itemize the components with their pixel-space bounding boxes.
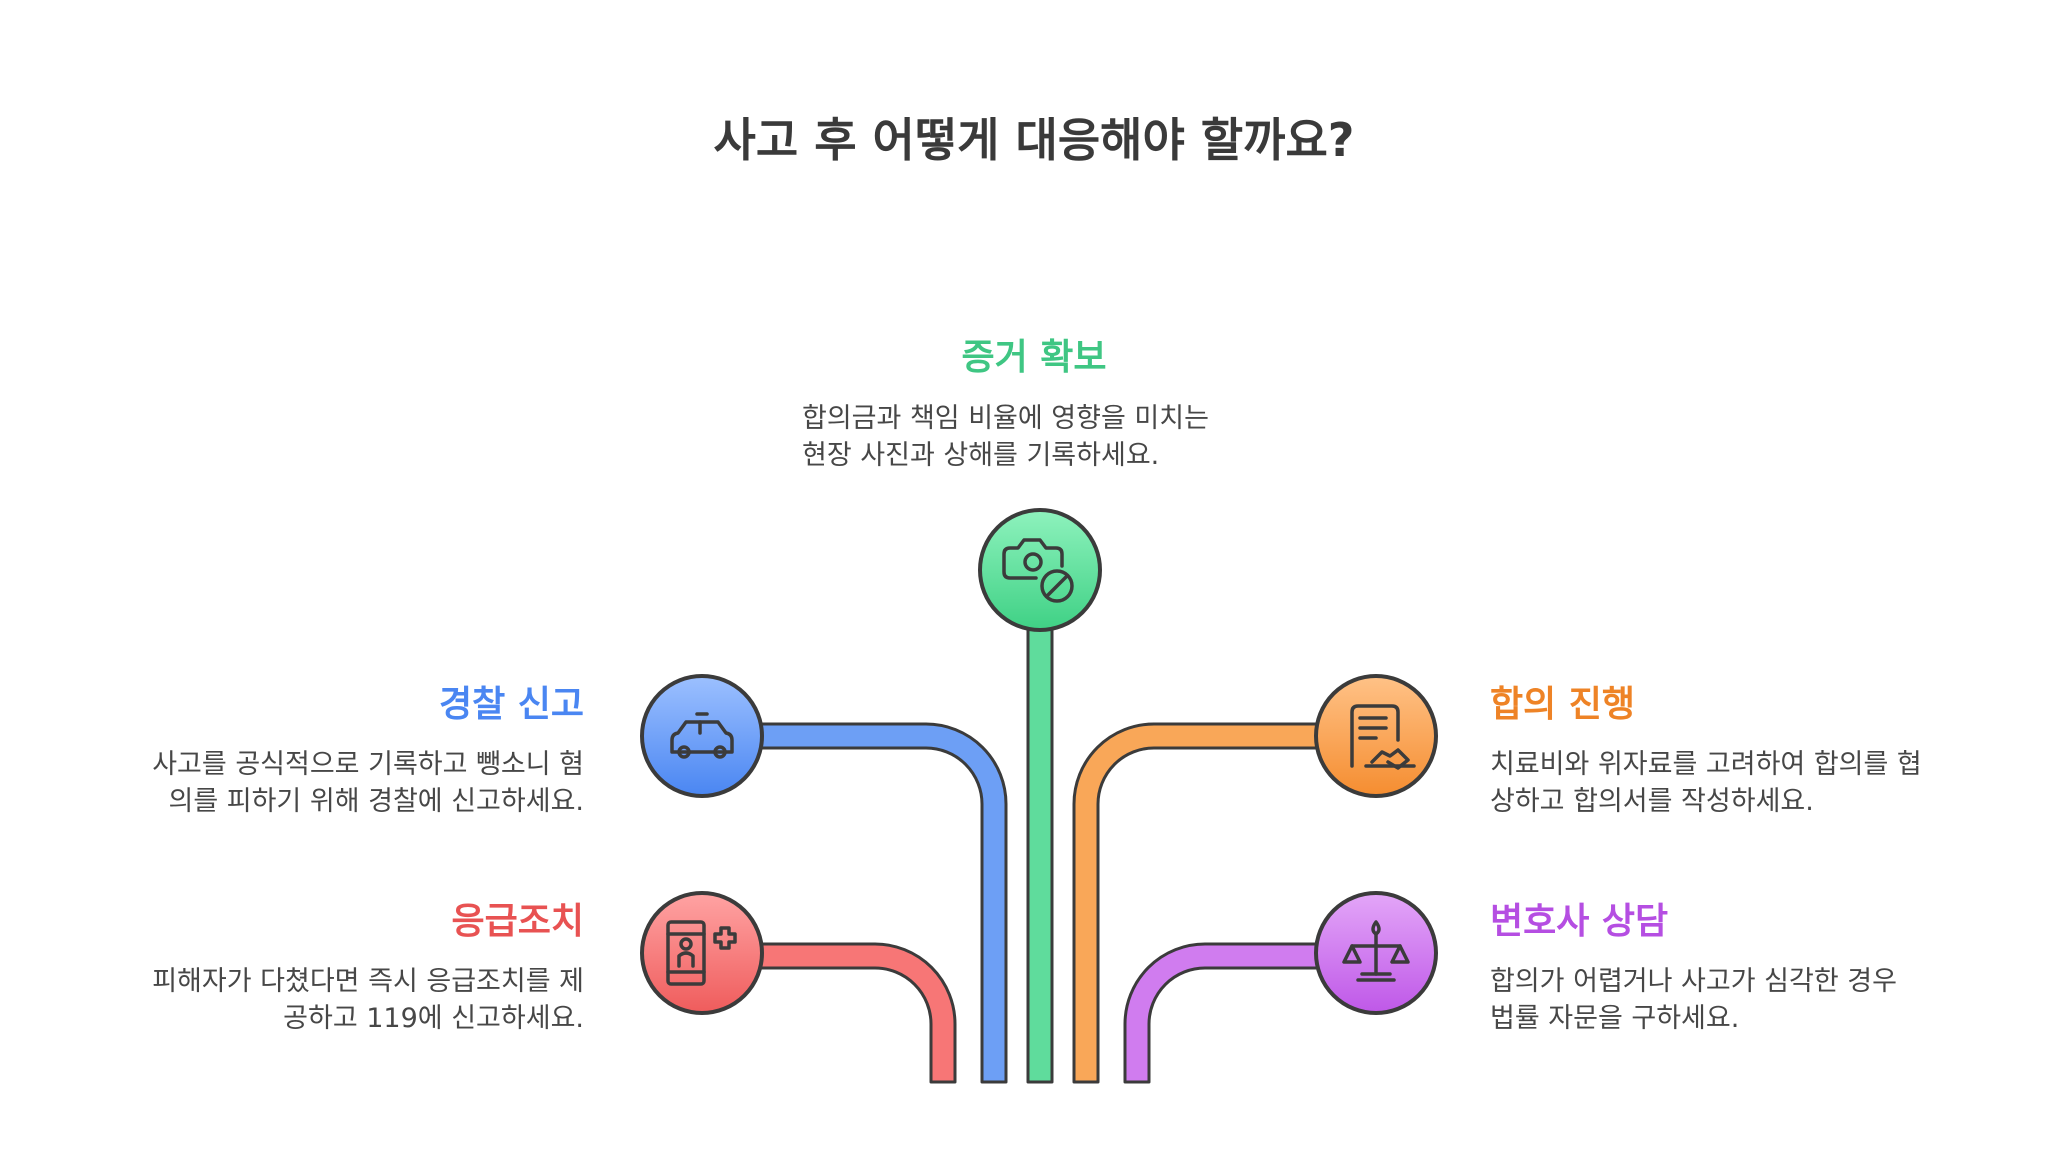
first-aid-description: 피해자가 다쳤다면 즉시 응급조치를 제 공하고 119에 신고하세요. (152, 963, 584, 1037)
node-police (640, 674, 764, 798)
first-aid-description-line: 공하고 119에 신고하세요. (283, 1003, 584, 1034)
camera-prohibited-icon (1002, 538, 1074, 603)
page-title: 사고 후 어떻게 대응해야 할까요? (713, 113, 1355, 167)
police-description: 사고를 공식적으로 기록하고 뺑소니 혐 의를 피하기 위해 경찰에 신고하세요… (152, 746, 584, 820)
evidence-description-line: 현장 사진과 상해를 기록하세요. (802, 440, 1160, 471)
police-heading: 경찰 신고 (438, 684, 584, 725)
connector-lawyer (1123, 942, 1322, 1084)
node-lawyer (1314, 891, 1438, 1015)
settlement-description-line: 치료비와 위자료를 고려하여 합의를 협 (1490, 749, 1922, 780)
evidence-description-line: 합의금과 책임 비율에 영향을 미치는 (802, 403, 1209, 434)
settlement-heading: 합의 진행 (1490, 684, 1636, 725)
node-evidence (978, 508, 1102, 632)
connector-lines (758, 613, 1322, 1084)
police-description-line: 의를 피하기 위해 경찰에 신고하세요. (168, 786, 584, 817)
scales-icon (1342, 920, 1410, 982)
lawyer-heading: 변호사 상담 (1490, 901, 1669, 942)
document-handshake-icon (1350, 704, 1416, 770)
police-car-icon (670, 712, 734, 759)
node-first-aid (640, 891, 764, 1015)
connector-police (758, 722, 1008, 1084)
police-description-line: 사고를 공식적으로 기록하고 뺑소니 혐 (152, 749, 584, 780)
first-aid-person-icon (666, 920, 737, 986)
first-aid-description-line: 피해자가 다쳤다면 즉시 응급조치를 제 (152, 966, 584, 997)
node-settlement (1314, 674, 1438, 798)
lawyer-description-line: 합의가 어렵거나 사고가 심각한 경우 (1490, 966, 1897, 997)
lawyer-description: 합의가 어렵거나 사고가 심각한 경우 법률 자문을 구하세요. (1490, 963, 1897, 1037)
evidence-description: 합의금과 책임 비율에 영향을 미치는 현장 사진과 상해를 기록하세요. (802, 400, 1209, 474)
connector-evidence (1026, 613, 1054, 1084)
first-aid-heading: 응급조치 (451, 901, 584, 942)
settlement-description-line: 상하고 합의서를 작성하세요. (1490, 786, 1814, 817)
connector-settlement (1072, 722, 1322, 1084)
evidence-heading: 증거 확보 (961, 337, 1107, 378)
settlement-description: 치료비와 위자료를 고려하여 합의를 협 상하고 합의서를 작성하세요. (1490, 746, 1922, 820)
connector-first-aid (758, 942, 957, 1084)
lawyer-description-line: 법률 자문을 구하세요. (1490, 1003, 1740, 1034)
